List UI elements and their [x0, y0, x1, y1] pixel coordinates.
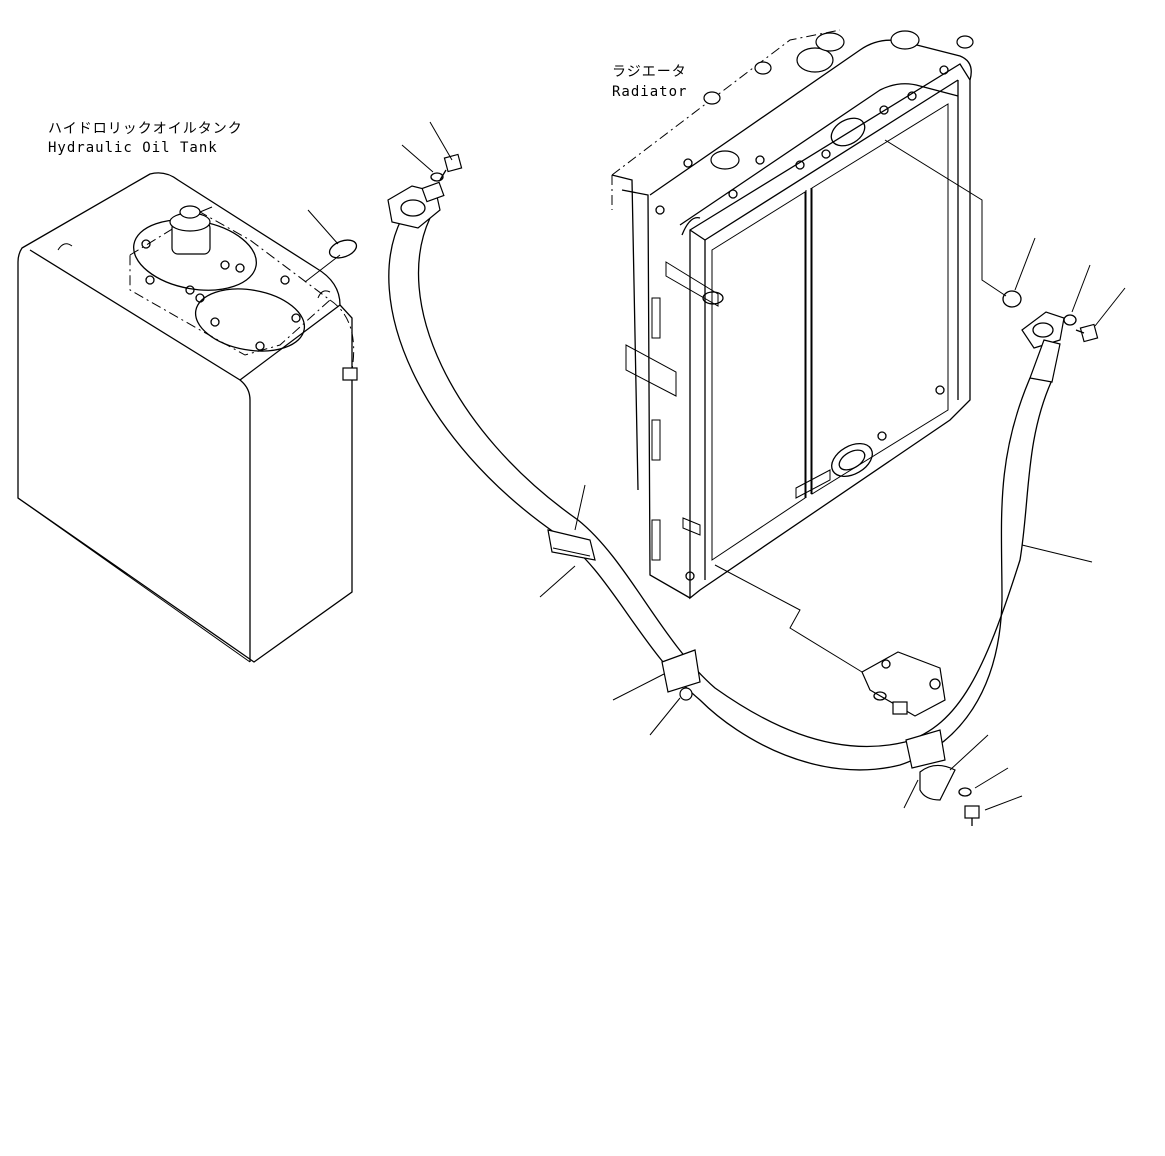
o-ring-icon [328, 239, 358, 259]
tank-label-en: Hydraulic Oil Tank [48, 140, 218, 156]
flange-icon [1021, 311, 1065, 383]
clamp-icon [661, 649, 701, 701]
hose-icon [388, 217, 1053, 771]
hydraulic-oil-tank-icon [17, 172, 358, 663]
radiator-label-en: Radiator [612, 84, 687, 100]
o-ring-icon [1002, 290, 1022, 308]
washer-icon [1063, 314, 1077, 326]
flange-icon [387, 181, 445, 229]
washer-icon [430, 172, 444, 182]
tank-label-jp: ハイドロリックオイルタンク [48, 121, 243, 137]
bolt-icon [1075, 323, 1099, 343]
radiator-label-jp: ラジエータ [612, 64, 687, 80]
clamp-icon [905, 729, 956, 801]
bolt-icon [958, 787, 980, 826]
clamp-icon [547, 529, 596, 561]
radiator-icon [611, 29, 974, 600]
clamp-bracket-icon [861, 651, 946, 717]
